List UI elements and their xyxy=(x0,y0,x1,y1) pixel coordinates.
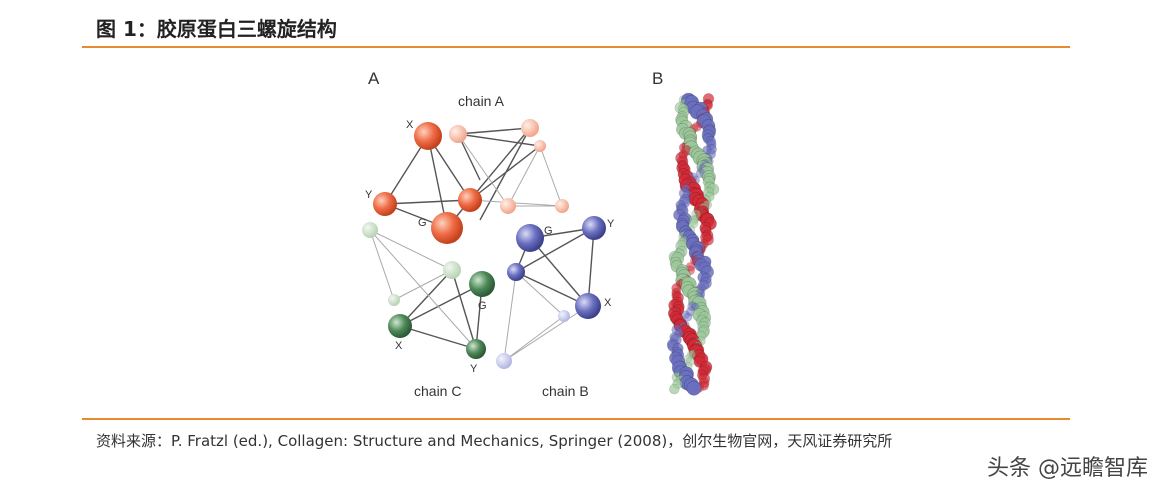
chain-c-atom-g xyxy=(469,271,495,297)
chain-c-atom-x xyxy=(388,314,412,338)
chain-a-atom xyxy=(555,199,569,213)
chain-b-atom-g xyxy=(516,224,544,252)
bottom-divider xyxy=(82,418,1070,420)
watermark: 头条 @远瞻智库 xyxy=(987,456,1148,481)
chain-a-atom-x xyxy=(414,122,442,150)
triple-helix-model xyxy=(666,92,720,396)
chain-a-atom xyxy=(449,125,467,143)
chain-a-atom-y xyxy=(373,192,397,216)
chain-b-label-g: G xyxy=(544,225,553,237)
chain-b-label-x: X xyxy=(604,297,612,309)
top-divider xyxy=(82,46,1070,48)
panel-a-label: A xyxy=(368,69,380,88)
chain-c-atom xyxy=(443,261,461,279)
chain-a-atom xyxy=(534,140,546,152)
chain-b-label: chain B xyxy=(542,383,589,399)
source-note: 资料来源：P. Fratzl (ed.), Collagen: Structur… xyxy=(96,432,893,450)
chain-c-atom xyxy=(362,222,378,238)
chain-a-label-g: G xyxy=(418,217,427,229)
chain-a-atom xyxy=(521,119,539,137)
chain-a-label-x: X xyxy=(406,119,414,131)
chain-a-atom xyxy=(458,188,482,212)
chain-b-label-y: Y xyxy=(607,218,615,230)
chain-c-atom xyxy=(388,294,400,306)
chain-c-label-y: Y xyxy=(470,363,478,375)
chain-c-label-x: X xyxy=(395,340,403,352)
chain-b-atom xyxy=(507,263,525,281)
chain-c-atom-y xyxy=(466,339,486,359)
chain-b-atom-y xyxy=(582,216,606,240)
chain-c-label: chain C xyxy=(414,383,461,399)
chain-a-label: chain A xyxy=(458,93,505,109)
chain-a-atom-g xyxy=(431,212,463,244)
chain-a-atom xyxy=(500,198,516,214)
figure-title: 图 1：胶原蛋白三螺旋结构 xyxy=(96,17,337,41)
helix-atom xyxy=(668,383,680,395)
chain-b-atom xyxy=(558,310,570,322)
chain-a-label-y: Y xyxy=(365,189,373,201)
chain-a-bonds xyxy=(384,127,541,229)
collagen-figure: A chain A X Y G xyxy=(362,69,720,399)
chain-b-atom xyxy=(496,353,512,369)
helix-atom xyxy=(683,312,693,322)
chain-c-label-g: G xyxy=(478,300,487,312)
panel-b: B xyxy=(652,69,720,396)
panel-a: A chain A X Y G xyxy=(362,69,615,399)
panel-b-label: B xyxy=(652,69,663,88)
helix-atom xyxy=(686,380,702,396)
chain-b-atom-x xyxy=(575,293,601,319)
